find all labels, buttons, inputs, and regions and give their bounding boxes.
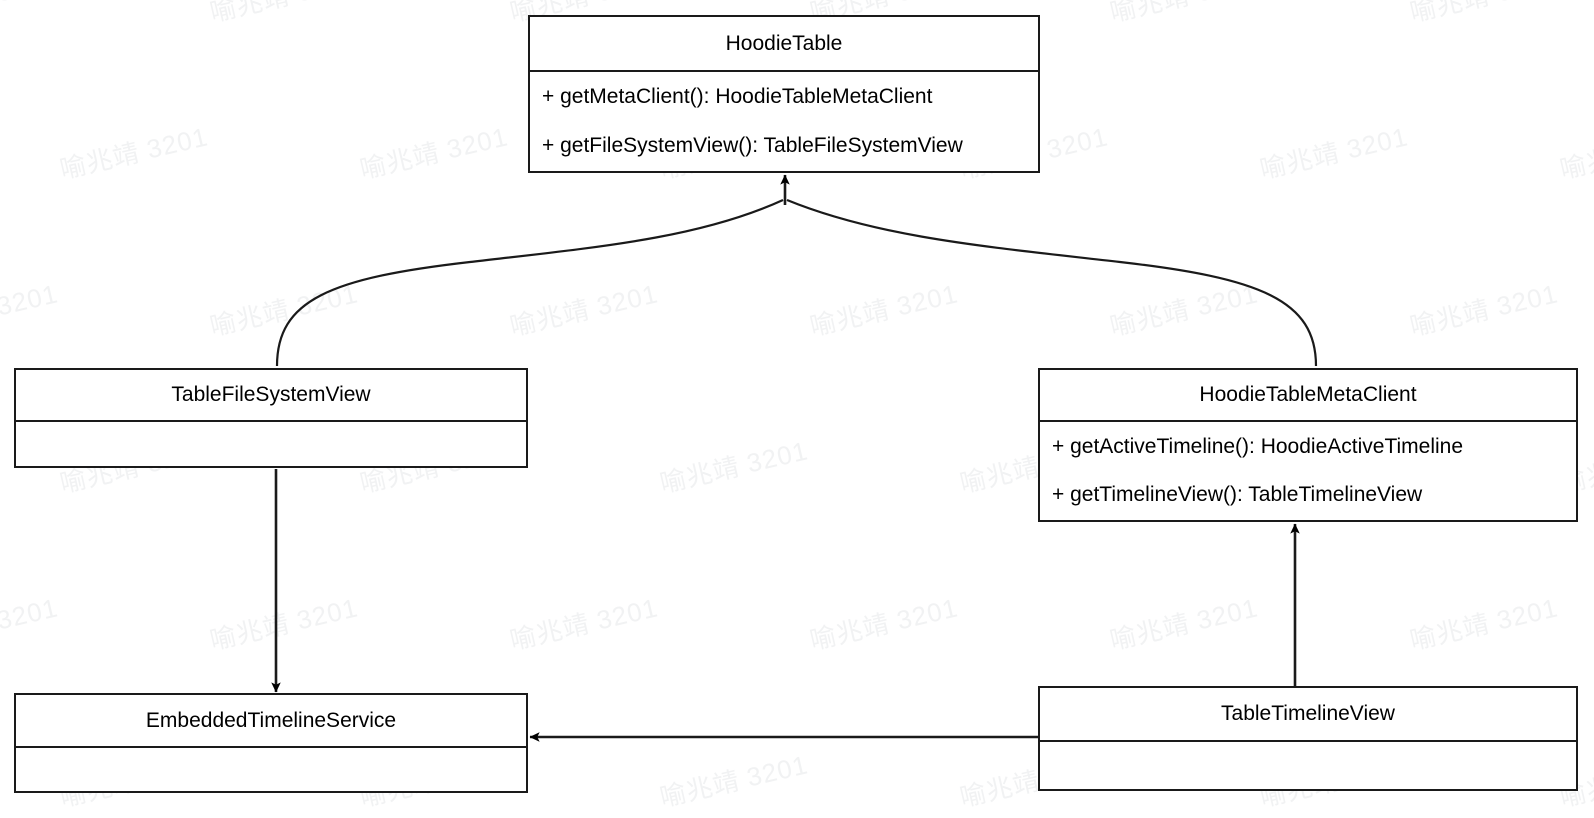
watermark-text: 喻兆靖 3201 [656, 749, 811, 813]
class-name-table-file-system-view: TableFileSystemView [171, 383, 371, 407]
watermark-text: 喻兆靖 3201 [1406, 592, 1561, 656]
class-box-hoodie-table[interactable]: HoodieTable + getMetaClient(): HoodieTab… [528, 15, 1040, 173]
class-name-embedded-timeline-service: EmbeddedTimelineService [145, 708, 397, 732]
watermark-text: 喻兆靖 3201 [1106, 0, 1262, 30]
watermark-text: 喻兆靖 3201 [1406, 278, 1561, 342]
class-member: + getMetaClient(): HoodieTableMetaClient [542, 85, 933, 109]
watermark-text: 喻兆靖 3201 [0, 0, 61, 30]
watermark-text: 喻兆靖 3201 [356, 121, 511, 185]
class-box-table-timeline-view[interactable]: TableTimelineView [1038, 686, 1578, 791]
class-members-hoodie-table: + getMetaClient(): HoodieTableMetaClient… [530, 70, 1038, 171]
class-members-table-timeline-view [1040, 740, 1576, 789]
class-name-hoodie-table-meta-client: HoodieTableMetaClient [1199, 383, 1417, 407]
class-members-embedded-timeline-service [16, 746, 526, 791]
watermark-text: 喻兆靖 3201 [506, 592, 661, 656]
class-name-table-timeline-view: TableTimelineView [1221, 702, 1395, 726]
class-member: + getFileSystemView(): TableFileSystemVi… [542, 133, 963, 157]
watermark-text: 喻兆靖 3201 [1106, 592, 1261, 656]
class-member: + getActiveTimeline(): HoodieActiveTimel… [1052, 434, 1464, 458]
watermark-text: 喻兆靖 3201 [1106, 278, 1261, 342]
watermark-text: 喻兆靖 3201 [206, 278, 361, 342]
watermark-text: 喻兆靖 3201 [656, 435, 811, 499]
watermark-text: 喻兆靖 3201 [206, 0, 362, 30]
edge-hoodietablemetaclient-to-hoodietable [786, 198, 1318, 367]
class-box-hoodie-table-meta-client[interactable]: HoodieTableMetaClient + getActiveTimelin… [1038, 368, 1578, 522]
watermark-text: 喻兆靖 3201 [1556, 121, 1594, 185]
class-member: + getTimelineView(): TableTimelineView [1052, 483, 1423, 506]
watermark-text: 喻兆靖 3201 [1256, 121, 1411, 185]
watermark-text: 喻兆靖 3201 [1406, 0, 1562, 30]
watermark-text: 喻兆靖 3201 [56, 121, 211, 185]
watermark-text: 喻兆靖 3201 [806, 592, 961, 656]
class-name-hoodie-table: HoodieTable [725, 31, 843, 55]
watermark-text: 喻兆靖 3201 [0, 278, 61, 341]
class-members-hoodie-table-meta-client: + getActiveTimeline(): HoodieActiveTimel… [1040, 420, 1576, 520]
class-members-table-file-system-view [16, 420, 526, 466]
watermark-text: 喻兆靖 3201 [206, 592, 361, 656]
watermark-text: 喻兆靖 3201 [806, 278, 961, 342]
watermark-text: 喻兆靖 3201 [0, 592, 61, 655]
class-box-embedded-timeline-service[interactable]: EmbeddedTimelineService [14, 693, 528, 793]
class-box-table-file-system-view[interactable]: TableFileSystemView [14, 368, 528, 468]
watermark-text: 喻兆靖 3201 [506, 278, 661, 342]
edge-tablefilesystemview-to-hoodietable [275, 198, 784, 367]
